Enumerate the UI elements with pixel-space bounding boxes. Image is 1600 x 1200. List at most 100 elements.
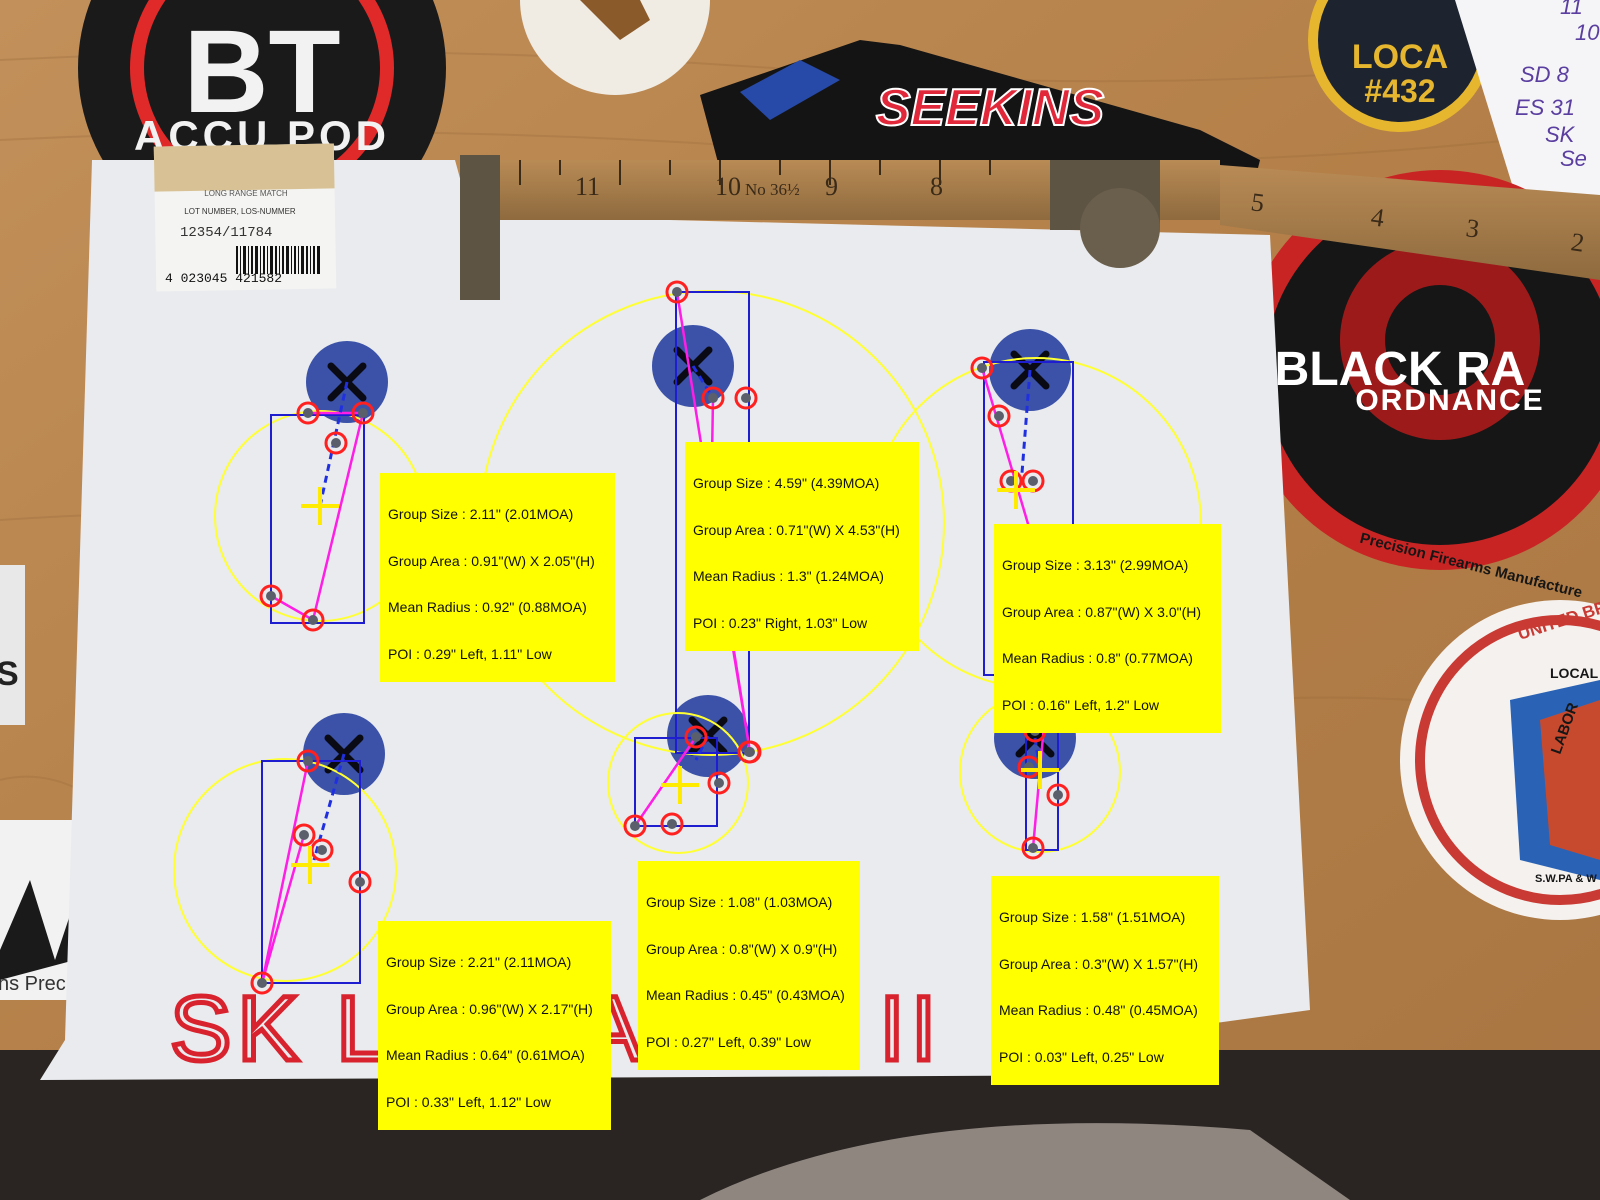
lot-label-barcode-digits: 4 023045 421582 <box>165 271 282 286</box>
hit-marker-icon <box>737 740 761 764</box>
bullet-hole <box>667 819 677 829</box>
ruler-tick-10: 10 <box>715 172 741 201</box>
group-area-label: Group Area : 0.71"(W) X 4.53"(H) <box>693 521 900 538</box>
bullet-hole <box>691 732 701 742</box>
black-rain-line-2: ORDNANCE <box>1355 384 1544 417</box>
ruler-tick-3: 3 <box>1464 213 1481 244</box>
knee-shape <box>700 1123 1350 1200</box>
bullet-hole <box>303 756 313 766</box>
hit-marker-icon <box>701 386 725 410</box>
note-line-1: 11 <box>1560 0 1583 19</box>
poi-label: POI : 0.23" Right, 1.03" Low <box>693 614 868 631</box>
barcode-icon <box>236 246 320 274</box>
group-size-label: Group Size : 1.58" (1.51MOA) <box>999 909 1186 925</box>
local-sticker-text: LOCA <box>1352 38 1448 76</box>
hit-marker-icon <box>292 823 316 847</box>
black-rain-line-1: BLACK RA <box>1275 343 1526 396</box>
bullet-hole <box>977 363 987 373</box>
hit-marker-icon <box>301 608 325 632</box>
group-size-label: Group Size : 3.13" (2.99MOA) <box>1002 557 1189 573</box>
bullet-hole <box>303 408 313 418</box>
group-size-label: Group Size : 2.21" (2.11MOA) <box>386 954 572 970</box>
bullet-hole <box>358 408 368 418</box>
hit-marker-icon <box>348 870 372 894</box>
group-area-label: Group Area : 0.3"(W) X 1.57"(H) <box>999 955 1199 972</box>
bullet-hole <box>1028 843 1038 853</box>
mean-radius-label: Mean Radius : 0.64" (0.61MOA) <box>386 1047 585 1063</box>
bullet-hole <box>744 747 754 757</box>
note-card: 11 10 SD 8 ES 31 SK Se 100 <box>1455 0 1600 225</box>
bullet-hole <box>741 393 751 403</box>
mean-radius-label: Mean Radius : 0.48" (0.45MOA) <box>999 1002 1198 1018</box>
caliper-ruler: 11 10 No 36½ 9 8 5 4 3 2 <box>460 155 1600 300</box>
note-line-4: ES 31 <box>1515 95 1575 120</box>
group-stats-bottom-center: Group Size : 1.08" (1.03MOA) Group Area … <box>638 861 860 1070</box>
left-edge-text: ns Preci <box>0 973 70 995</box>
poi-label: POI : 0.33" Left, 1.12" Low <box>386 1093 551 1110</box>
group-center-plus-icon <box>661 766 699 804</box>
round-sticker-top <box>520 0 710 95</box>
lot-label: LONG RANGE MATCH LOT NUMBER, LOS-NUMMER … <box>153 143 337 292</box>
hit-marker-icon <box>296 401 320 425</box>
group-area-label: Group Area : 0.8"(W) X 0.9"(H) <box>646 940 838 957</box>
group-stats-top-right: Group Size : 3.13" (2.99MOA) Group Area … <box>994 524 1221 733</box>
note-line-5: SK <box>1545 122 1576 147</box>
ruler-tick-8: 8 <box>930 172 943 201</box>
poi-label: POI : 0.29" Left, 1.11" Low <box>388 645 552 662</box>
left-edge-stickers: S ns Preci <box>0 565 75 1000</box>
bullet-hole <box>317 845 327 855</box>
ruler-tick-4: 4 <box>1369 202 1386 233</box>
group-size-label: Group Size : 4.59" (4.39MOA) <box>693 475 880 491</box>
note-line-3: SD 8 <box>1520 62 1570 87</box>
group-stats-bottom-right: Group Size : 1.58" (1.51MOA) Group Area … <box>991 876 1219 1085</box>
group-area-label: Group Area : 0.91"(W) X 2.05"(H) <box>388 552 595 569</box>
group-stats-top-left: Group Size : 2.11" (2.01MOA) Group Area … <box>380 473 615 682</box>
hit-marker-icon <box>259 584 283 608</box>
note-line-2: 10 <box>1575 20 1600 45</box>
black-rain-sticker: BLACK RA ORDNANCE Precision Firearms Man… <box>1240 170 1600 602</box>
bullet-hole <box>708 393 718 403</box>
hit-marker-icon <box>250 971 274 995</box>
poi-offset-line <box>312 753 346 861</box>
group-size-line <box>633 736 698 827</box>
hit-marker-icon <box>324 431 348 455</box>
hit-marker-icon <box>1046 783 1070 807</box>
bullet-hole <box>308 615 318 625</box>
group-center-plus-icon <box>997 471 1035 509</box>
group-stats-bottom-left: Group Size : 2.21" (2.11MOA) Group Area … <box>378 921 611 1130</box>
poi-label: POI : 0.16" Left, 1.2" Low <box>1002 696 1160 713</box>
ruler-tick-5: 5 <box>1249 187 1266 218</box>
group-center-plus-icon <box>1021 751 1059 789</box>
poi-offset-line <box>691 365 715 399</box>
ruler-number-label: No 36½ <box>745 180 800 199</box>
brotherhood-swpa: S.W.PA & W <box>1535 873 1597 885</box>
mean-radius-label: Mean Radius : 0.8" (0.77MOA) <box>1002 650 1193 666</box>
brotherhood-local: LOCAL <box>1550 665 1599 681</box>
hit-marker-icon <box>665 280 689 304</box>
hit-marker-icon <box>1021 836 1045 860</box>
poi-label: POI : 0.27" Left, 0.39" Low <box>646 1033 811 1050</box>
bullet-hole <box>994 411 1004 421</box>
bullet-hole <box>672 287 682 297</box>
hit-marker-icon <box>987 404 1011 428</box>
bullet-hole <box>1028 476 1038 486</box>
hit-marker-icon <box>707 771 731 795</box>
poi-offset-line <box>1019 369 1032 487</box>
group-area-label: Group Area : 0.96"(W) X 2.17"(H) <box>386 1000 593 1017</box>
lot-label-subtitle: LOT NUMBER, LOS-NUMMER <box>184 207 296 216</box>
ruler-tick-9: 9 <box>825 172 838 201</box>
mean-radius-label: Mean Radius : 1.3" (1.24MOA) <box>693 568 884 584</box>
poi-label: POI : 0.03" Left, 0.25" Low <box>999 1048 1164 1065</box>
hit-marker-icon <box>623 814 647 838</box>
mean-radius-label: Mean Radius : 0.92" (0.88MOA) <box>388 599 587 615</box>
group-size-label: Group Size : 1.08" (1.03MOA) <box>646 894 833 910</box>
hit-marker-icon <box>970 356 994 380</box>
bullet-hole <box>266 591 276 601</box>
group-size-label: Group Size : 2.11" (2.01MOA) <box>388 506 574 522</box>
ruler-tick-11: 11 <box>575 172 600 201</box>
group-overlay-layer <box>173 280 1202 995</box>
bullet-hole <box>257 978 267 988</box>
bullet-hole <box>331 438 341 448</box>
hit-marker-icon <box>351 401 375 425</box>
